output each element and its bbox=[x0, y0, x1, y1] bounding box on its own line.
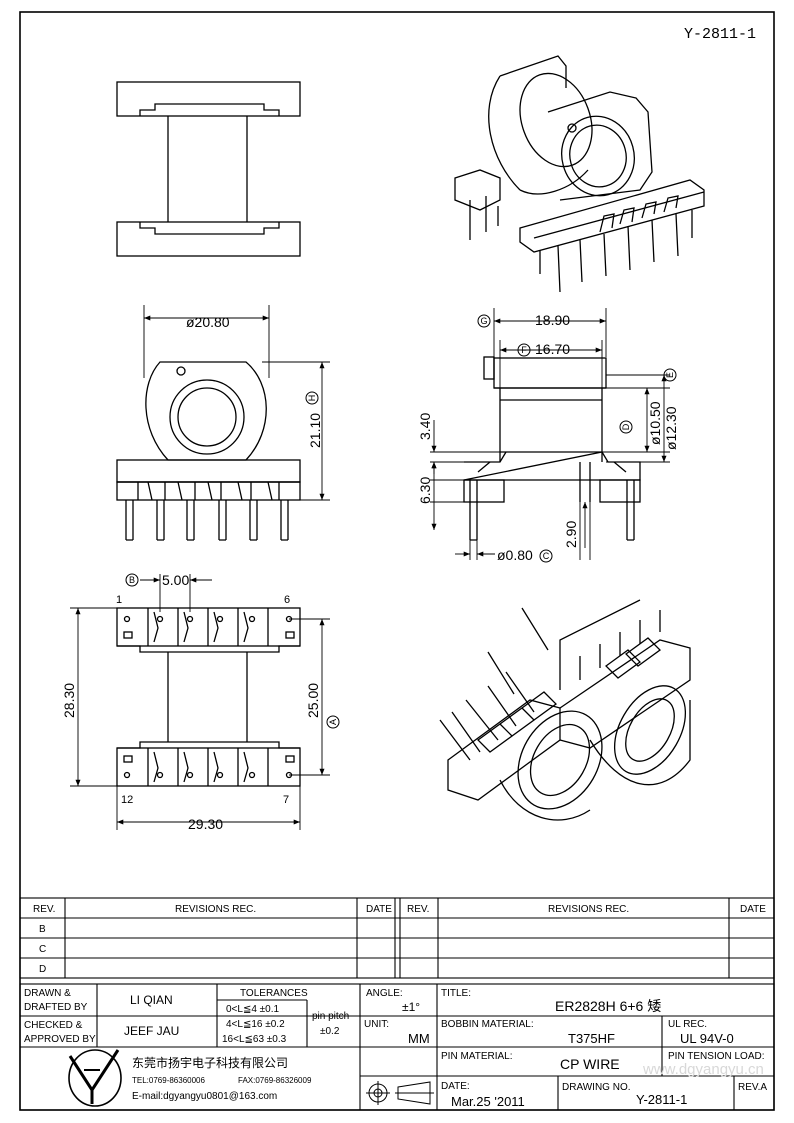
drawn-by-name: LI QIAN bbox=[130, 993, 173, 1007]
projection-symbol bbox=[366, 1081, 434, 1105]
dim-height-21-10: 21.10 bbox=[307, 413, 323, 448]
company-name: 东莞市扬宇电子科技有限公司 bbox=[132, 1055, 288, 1070]
drawing-no-value: Y-2811-1 bbox=[636, 1092, 687, 1107]
company-fax: FAX:0769-86326009 bbox=[238, 1076, 312, 1085]
isometric-view-bottom bbox=[439, 599, 691, 821]
top-view bbox=[116, 81, 301, 257]
rev-row-d: D bbox=[39, 964, 46, 975]
angle-label: ANGLE: bbox=[366, 988, 403, 999]
unit-value: MM bbox=[408, 1031, 430, 1046]
bottom-view-dims bbox=[70, 574, 330, 830]
rev-header-rev-left: REV. bbox=[33, 904, 55, 915]
drawing-code-top: Y-2811-1 bbox=[684, 26, 756, 43]
date-value: Mar.25 '2011 bbox=[451, 1094, 525, 1109]
rev-a-label: REV.A bbox=[738, 1082, 767, 1093]
company-email: E-mail:dgyangyu0801@163.com bbox=[132, 1091, 277, 1102]
rev-header-revisions-left: REVISIONS REC. bbox=[175, 904, 256, 915]
bobbin-material-value: T375HF bbox=[568, 1031, 615, 1046]
bottom-view bbox=[116, 607, 301, 787]
dim-height-2-90: 2.90 bbox=[563, 521, 579, 548]
sheet-border bbox=[19, 11, 775, 1111]
rev-header-rev-right: REV. bbox=[407, 904, 429, 915]
pin-pitch-label: pin pitch bbox=[312, 1011, 349, 1022]
drawn-label-line1: DRAWN & bbox=[24, 988, 71, 999]
checked-label-line1: CHECKED & bbox=[24, 1020, 83, 1031]
pin-number-1: 1 bbox=[116, 594, 122, 606]
dim-height-6-30: 6.30 bbox=[417, 477, 433, 504]
ref-label-a: A bbox=[328, 719, 338, 725]
title-value: ER2828H 6+6 矮 bbox=[555, 998, 661, 1014]
revisions-table-lines bbox=[19, 897, 775, 979]
front-view-dims bbox=[143, 305, 330, 501]
front-view bbox=[116, 361, 301, 541]
reference-circles bbox=[125, 314, 677, 729]
rev-row-c: C bbox=[39, 944, 46, 955]
drawn-label-line2: DRAFTED BY bbox=[24, 1002, 88, 1013]
company-logo bbox=[68, 1049, 122, 1107]
pin-material-label: PIN MATERIAL: bbox=[441, 1051, 513, 1062]
dim-length-28-30: 28.30 bbox=[61, 683, 77, 718]
rev-row-b: B bbox=[39, 924, 46, 935]
tolerance-range-2: 4<L≦16 ±0.2 bbox=[226, 1019, 285, 1030]
tolerance-range-3: 16<L≦63 ±0.3 bbox=[222, 1034, 287, 1045]
ref-label-b: B bbox=[129, 575, 135, 585]
side-view-dims bbox=[430, 308, 670, 560]
watermark-url: www.dgyangyu.cn bbox=[642, 1061, 764, 1078]
date-label: DATE: bbox=[441, 1081, 470, 1092]
ref-label-d: D bbox=[621, 423, 631, 430]
tolerance-range-1: 0<L≦4 ±0.1 bbox=[226, 1004, 280, 1015]
dim-height-3-40: 3.40 bbox=[417, 413, 433, 440]
drawing-no-label: DRAWING NO. bbox=[562, 1082, 631, 1093]
unit-label: UNIT: bbox=[364, 1019, 389, 1030]
title-block-lines bbox=[19, 983, 775, 1111]
dim-diameter-10-50: ø10.50 bbox=[647, 401, 663, 445]
angle-value: ±1° bbox=[402, 1000, 420, 1014]
rev-header-date-left: DATE bbox=[366, 904, 392, 915]
pin-number-6: 6 bbox=[284, 594, 290, 606]
ul-rec-label: UL REC. bbox=[668, 1019, 707, 1030]
rev-header-revisions-right: REVISIONS REC. bbox=[548, 904, 629, 915]
ref-label-g: G bbox=[480, 316, 487, 326]
dim-width-16-70: 16.70 bbox=[535, 341, 570, 357]
ref-label-f: F bbox=[521, 345, 527, 355]
dim-width-18-90: 18.90 bbox=[535, 312, 570, 328]
checked-by-name: JEEF JAU bbox=[124, 1024, 179, 1038]
ref-label-h: H bbox=[307, 395, 317, 402]
ref-label-c: C bbox=[543, 551, 550, 561]
pin-number-7: 7 bbox=[283, 794, 289, 806]
dim-diameter-12-30: ø12.30 bbox=[663, 406, 679, 450]
dim-width-29-30: 29.30 bbox=[188, 816, 223, 832]
dim-diameter-0-80: ø0.80 bbox=[497, 547, 533, 563]
dim-diameter-20-80: ø20.80 bbox=[186, 314, 230, 330]
tolerances-label: TOLERANCES bbox=[240, 988, 308, 999]
dim-pitch-5-00: 5.00 bbox=[162, 572, 189, 588]
pin-tension-label: PIN TENSION LOAD: bbox=[668, 1051, 765, 1062]
ref-label-e: E bbox=[665, 372, 675, 378]
rev-header-date-right: DATE bbox=[740, 904, 766, 915]
checked-label-line2: APPROVED BY bbox=[24, 1034, 96, 1045]
side-view bbox=[463, 356, 641, 541]
title-label: TITLE: bbox=[441, 988, 471, 999]
ul-rec-value: UL 94V-0 bbox=[680, 1031, 734, 1046]
pin-pitch-value: ±0.2 bbox=[320, 1026, 340, 1037]
isometric-view-top bbox=[454, 55, 705, 293]
pin-material-value: CP WIRE bbox=[560, 1056, 620, 1072]
pin-number-12: 12 bbox=[121, 794, 133, 806]
dim-length-25-00: 25.00 bbox=[305, 683, 321, 718]
bobbin-material-label: BOBBIN MATERIAL: bbox=[441, 1019, 534, 1030]
company-tel: TEL:0769-86360006 bbox=[132, 1076, 206, 1085]
